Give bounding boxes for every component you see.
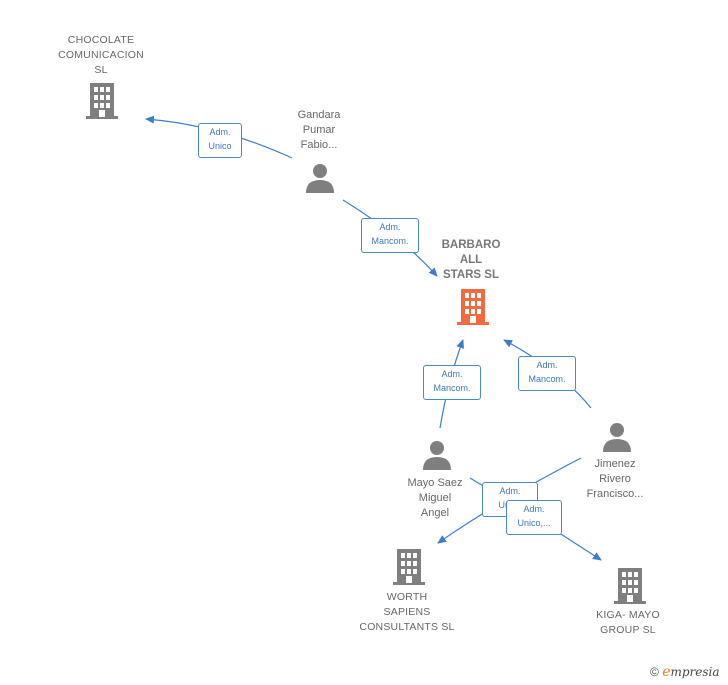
relation-box-mayo-barbaro[interactable]: Adm. Mancom.	[423, 365, 481, 400]
brand-footer: © empresia	[650, 664, 720, 680]
building-icon[interactable]	[614, 568, 646, 604]
relation-box-gandara-chocolate[interactable]: Adm. Unico	[198, 123, 242, 158]
person-icon[interactable]	[305, 163, 335, 193]
person-icon[interactable]	[602, 422, 632, 452]
building-icon[interactable]	[393, 549, 425, 585]
copyright-symbol: ©	[650, 665, 659, 679]
node-label-worth: WORTH SAPIENS CONSULTANTS SL	[359, 591, 455, 633]
relation-box-mayo-kiga[interactable]: Adm. Unico,...	[506, 500, 562, 535]
brand-name: mpresia	[670, 665, 720, 679]
node-label-chocolate: CHOCOLATE COMUNICACION SL	[58, 34, 144, 76]
node-label-jimenez: Jimenez Rivero Francisco...	[586, 458, 644, 500]
relation-box-jimenez-barbaro[interactable]: Adm. Mancom.	[518, 356, 576, 391]
person-icon[interactable]	[422, 440, 452, 470]
node-label-kiga: KIGA- MAYO GROUP SL	[596, 609, 660, 636]
building-icon[interactable]	[457, 289, 489, 325]
node-label-barbaro: BARBARO ALL STARS SL	[441, 239, 501, 281]
building-icon[interactable]	[86, 83, 118, 119]
node-label-mayo: Mayo Saez Miguel Angel	[407, 477, 463, 519]
brand-logo-initial: e	[662, 664, 671, 680]
node-label-gandara: Gandara Pumar Fabio...	[297, 109, 341, 151]
relation-box-gandara-barbaro[interactable]: Adm. Mancom.	[361, 218, 419, 253]
